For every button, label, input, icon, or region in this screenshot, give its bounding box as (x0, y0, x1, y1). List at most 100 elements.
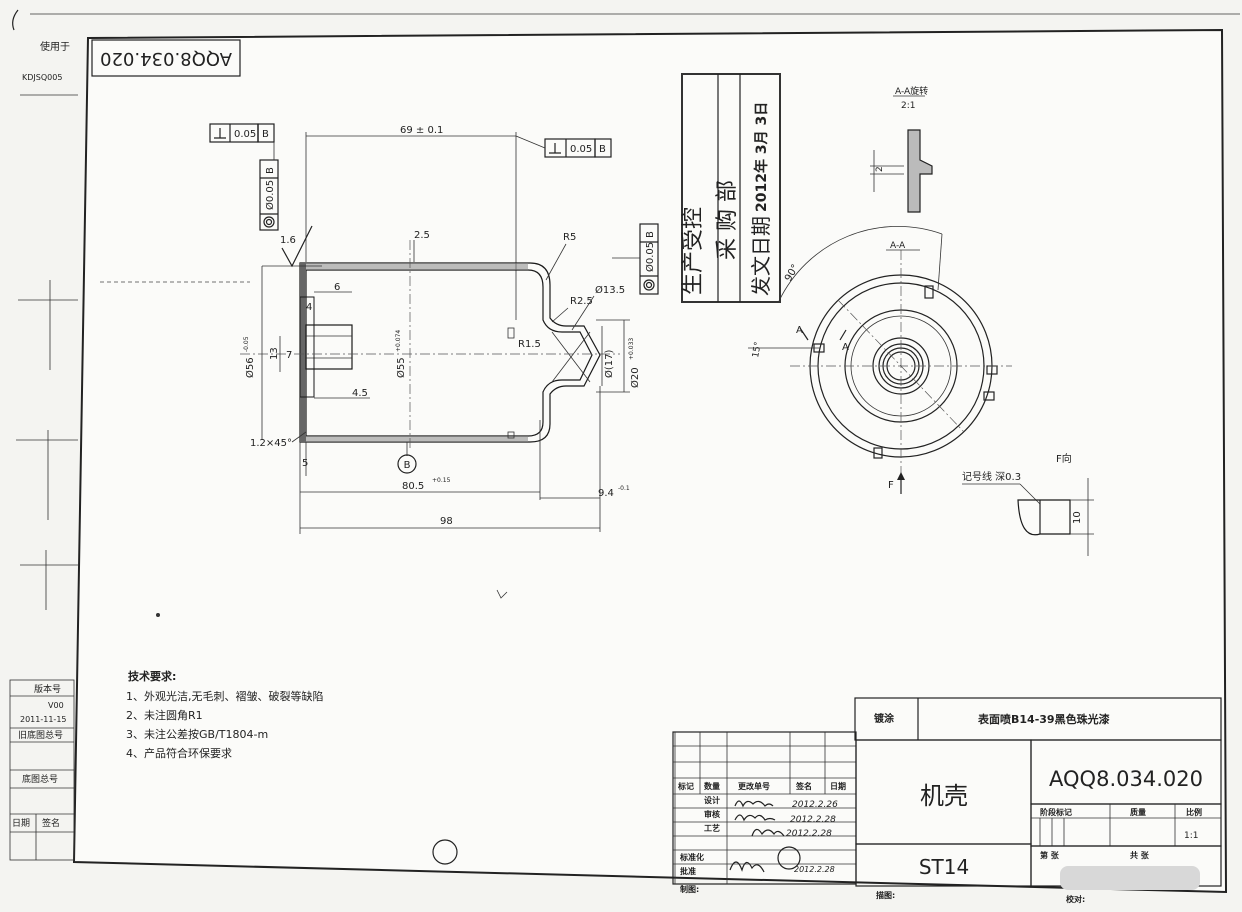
mark-view-title: F向 (1056, 452, 1072, 465)
role-traced: 描图: (876, 890, 895, 900)
design-signature (734, 800, 774, 808)
dim-6: 6 (334, 282, 340, 293)
coating-label: 镀涂 (874, 712, 895, 725)
stamp-line2: 采 购 部 (715, 180, 740, 260)
check-date: 2012.2.28 (790, 815, 836, 825)
dim-d17: Ø(17) (603, 350, 615, 378)
concentricity-frame-right: Ø0.05 B (639, 223, 659, 295)
dim-7: 7 (286, 350, 292, 361)
drawing-number-box: AQQ8.034.020 (91, 39, 241, 77)
used-for-value: KDJSQ005 (22, 73, 62, 82)
arrow-a-right: A (842, 342, 849, 353)
drawing-number-rotated: AQQ8.034.020 (100, 48, 232, 69)
title-block: 镀涂 表面喷B14-39黑色珠光漆 标记 数量 更改单号 签名 日期 设计 审核… (432, 697, 1222, 904)
part-name: 机壳 (920, 782, 968, 810)
end-view-section-label: A-A (890, 241, 906, 251)
dim-2-5: 2.5 (414, 230, 430, 241)
role-approve: 批准 (680, 866, 696, 876)
approve-date: 2012.2.28 (794, 865, 835, 874)
dim-r1-5: R1.5 (518, 339, 541, 350)
tech-item-3: 3、未注公差按GB/T1804-m (126, 727, 268, 741)
roughness-1-6: 1.6 (280, 235, 296, 246)
tech-title: 技术要求: (128, 669, 176, 683)
dim-d20: Ø20 (629, 367, 641, 388)
perpendicularity-frame-left: 0.05 B (209, 123, 275, 143)
arrow-a-left: A (796, 325, 803, 336)
dim-80-5: 80.5 (402, 481, 424, 492)
check-signature (734, 814, 776, 822)
side-view-dim: 2 (875, 166, 885, 172)
material: ST14 (919, 855, 969, 879)
dim-69: 69 ± 0.1 (400, 125, 443, 136)
conc-left-value: Ø0.05 (264, 180, 276, 210)
side-view-title: A-A旋转 (895, 85, 928, 97)
tech-item-4: 4、产品符合环保要求 (126, 746, 232, 760)
dim-d13-5: Ø13.5 (595, 284, 625, 296)
mass-label: 质量 (1130, 807, 1146, 817)
mark-dim: 10 (1072, 511, 1083, 524)
perp-right-datum: B (599, 144, 606, 155)
conc-right-value: Ø0.05 (644, 242, 656, 272)
mark-view-f: F向 记号线 深0.3 10 (962, 452, 1094, 556)
used-for-label: 使用于 (40, 40, 70, 53)
coating-value: 表面喷B14-39黑色珠光漆 (977, 712, 1110, 726)
dim-13: 13 (269, 347, 280, 360)
role-process: 工艺 (704, 823, 720, 833)
dim-4-5: 4.5 (352, 388, 368, 399)
base-drawing-label: 底图总号 (22, 773, 58, 785)
dim-r5: R5 (563, 232, 576, 243)
side-view-scale: 2:1 (901, 101, 915, 111)
concentricity-frame-left: Ø0.05 B (259, 159, 279, 231)
left-strip: 使用于 KDJSQ005 版本号 V00 2011-11-15 旧底图总号 底图… (9, 40, 78, 861)
corner-mark (12, 9, 19, 31)
perp-left-datum: B (262, 129, 269, 140)
dim-d56-tol: -0.05 (243, 336, 250, 352)
arrow-f: F (888, 480, 894, 491)
role-drawn: 制图: (680, 884, 699, 894)
dim-9-4: 9.4 (598, 488, 614, 499)
version-label: 版本号 (34, 683, 61, 695)
tech-requirements: 技术要求: 1、外观光洁,无毛刺、褶皱、破裂等缺陷 2、未注圆角R1 3、未注公… (126, 669, 324, 760)
tech-item-2: 2、未注圆角R1 (126, 708, 203, 722)
rev-header-mark: 标记 (677, 781, 694, 791)
scan-tick (496, 589, 508, 599)
section-symbol: B (404, 460, 411, 471)
dim-d55-tol: +0.074 (395, 330, 402, 352)
main-section-view: 0.05 B 0.05 B Ø0.05 B Ø0.05 B (100, 123, 659, 534)
rev-header-sign: 签名 (795, 781, 812, 791)
conc-right-datum: B (645, 231, 656, 238)
scan-speck (156, 613, 160, 617)
stage-mark-label: 阶段标记 (1040, 807, 1072, 817)
dim-9-4-tol: -0.1 (618, 485, 630, 492)
old-drawing-label: 旧底图总号 (18, 729, 63, 741)
dim-4: 4 (306, 302, 312, 313)
rev-header-change: 更改单号 (738, 781, 770, 791)
title-drawing-number: AQQ8.034.020 (1049, 767, 1203, 791)
side-view-aa: A-A旋转 2:1 2 (870, 85, 933, 213)
dim-5: 5 (302, 458, 308, 469)
approve-signature (729, 861, 765, 873)
role-proof: 校对: (1066, 894, 1085, 904)
sign-label: 签名 (42, 817, 60, 829)
dim-chamfer: 1.2×45° (250, 438, 292, 449)
dim-d20-tol: +0.033 (628, 338, 635, 360)
punch-hole (432, 839, 458, 865)
dim-d56: Ø56 (244, 357, 256, 378)
role-standard: 标准化 (679, 852, 704, 862)
dim-80-5-tol: +0.15 (432, 477, 451, 484)
perp-left-value: 0.05 (234, 129, 256, 140)
rev-header-date: 日期 (830, 781, 846, 791)
total-label: 共 张 (1130, 850, 1150, 860)
date-label: 日期 (12, 818, 30, 829)
dim-r2-5: R2.5 (570, 296, 593, 307)
conc-left-datum: B (265, 167, 276, 174)
role-check: 审核 (704, 809, 720, 819)
angle-15: 15° (751, 341, 764, 358)
tech-item-1: 1、外观光洁,无毛刺、褶皱、破裂等缺陷 (126, 689, 324, 703)
scale-label: 比例 (1186, 807, 1202, 817)
role-design: 设计 (704, 795, 720, 805)
design-date: 2012.2.26 (792, 800, 838, 810)
mark-note: 记号线 深0.3 (962, 470, 1021, 483)
dim-d55: Ø55 (395, 357, 407, 378)
date-value: 2011-11-15 (20, 715, 67, 724)
